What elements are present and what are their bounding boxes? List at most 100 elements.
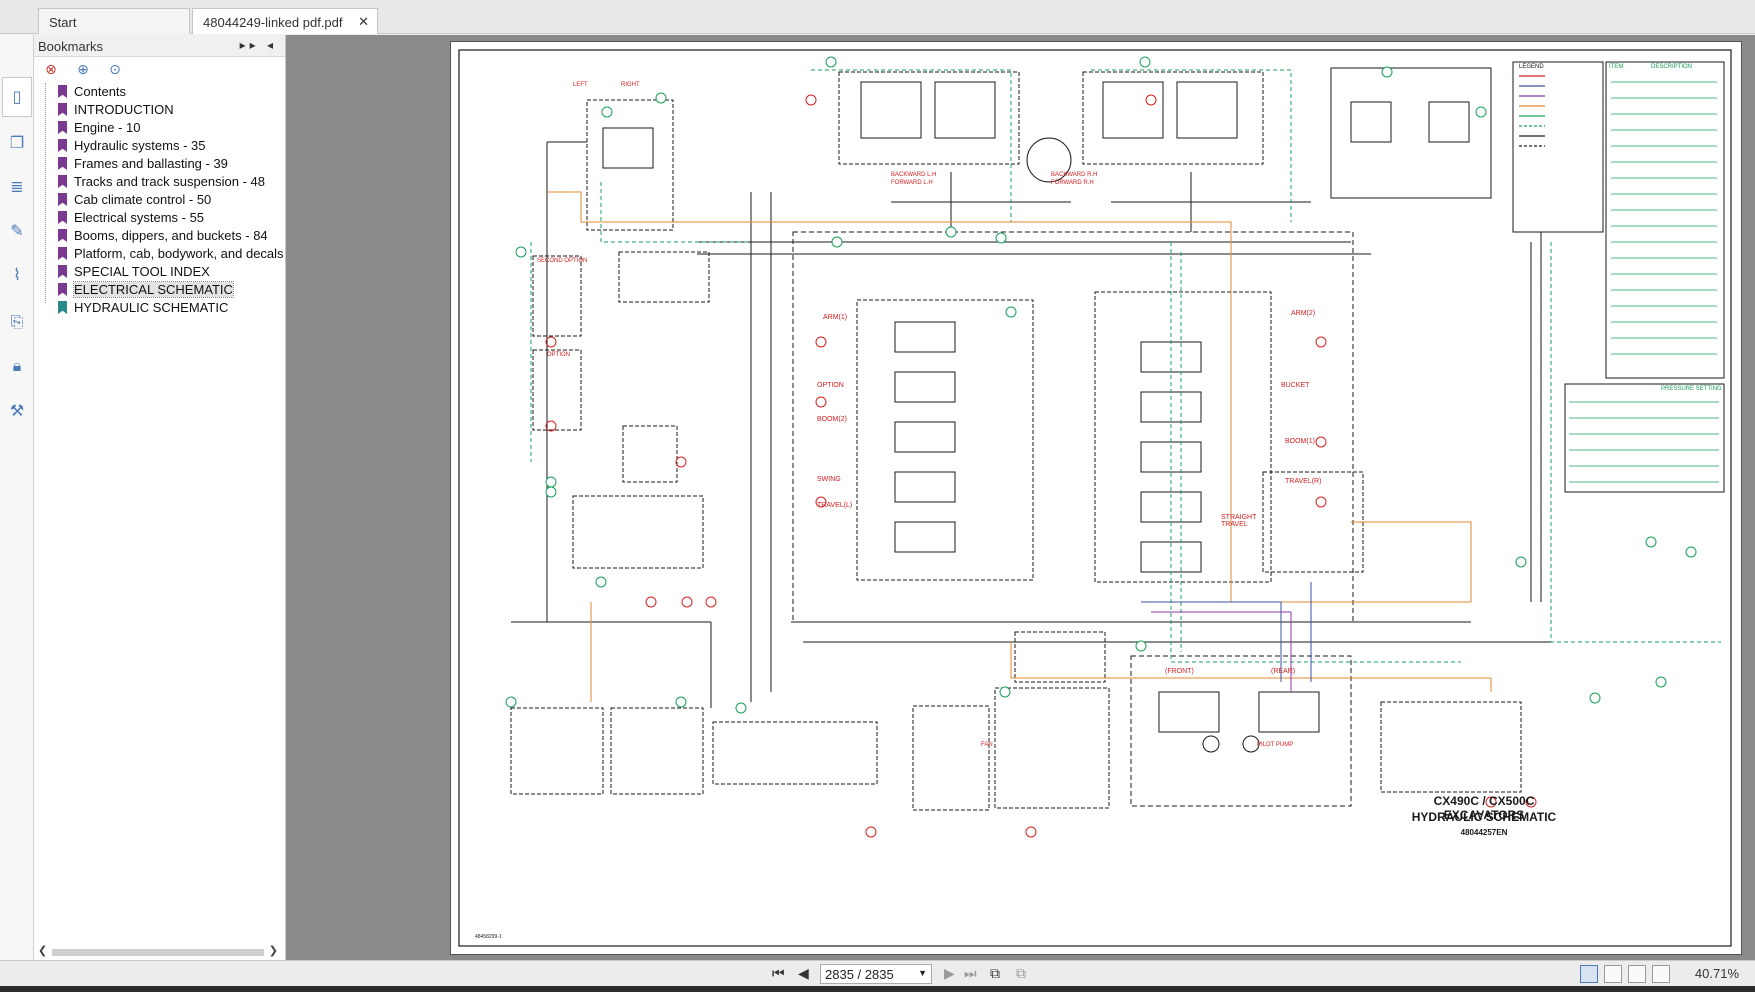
option-valve-label: OPTION: [817, 382, 844, 389]
schematic-subtitle: HYDRAULIC SCHEMATIC: [1411, 810, 1557, 824]
next-view-icon[interactable]: ⧉: [1016, 965, 1026, 981]
bookmark-item[interactable]: Cab climate control - 50: [34, 191, 284, 209]
bookmarks-list: Contents INTRODUCTION Engine - 10 Hydrau…: [34, 83, 284, 317]
boom1-label: BOOM(1): [1285, 438, 1315, 445]
close-icon[interactable]: ✕: [358, 14, 369, 29]
bucket-label: BUCKET: [1281, 382, 1310, 389]
bookmarks-panel: Bookmarks ▸▸ ◂ ⊗ ⊕ ⊙ Contents INTRODUCTI…: [34, 35, 286, 960]
bookmark-item[interactable]: SPECIAL TOOL INDEX: [34, 263, 284, 281]
bookmarks-hscrollbar[interactable]: ❮ ❯: [38, 944, 278, 960]
lock-icon[interactable]: 🔒︎: [12, 358, 22, 375]
part-number: 48044257EN: [1460, 828, 1508, 837]
schematic-title: CX490C / CX500C EXCAVATORS: [1433, 794, 1535, 822]
continuous-view-icon[interactable]: [1604, 965, 1622, 983]
bookmark-item[interactable]: Tracks and track suspension - 48: [34, 173, 284, 191]
signature-icon[interactable]: ⎘: [10, 314, 24, 331]
document-viewer[interactable]: LEGEND ITEM DESCRIPTION PRESSURE SETTING…: [286, 35, 1755, 960]
bookmark-label: Booms, dippers, and buckets - 84: [74, 228, 268, 243]
forward-lh-label: FORWARD L.H: [891, 180, 933, 186]
comment-icon[interactable]: ✎: [10, 223, 24, 240]
first-page-icon[interactable]: ⏮: [772, 965, 785, 981]
last-page-icon[interactable]: ⏭: [964, 965, 977, 981]
window-bottom-edge: [0, 986, 1755, 992]
next-page-icon[interactable]: ▶: [944, 965, 955, 981]
bookmark-label: Engine - 10: [74, 120, 141, 135]
straight-travel-label: STRAIGHT TRAVEL: [1221, 514, 1257, 528]
boom2-label: BOOM(2): [817, 416, 847, 423]
bookmark-item[interactable]: Frames and ballasting - 39: [34, 155, 284, 173]
pages-thumbnail-icon[interactable]: ❐: [9, 135, 25, 152]
panel-controls[interactable]: ▸▸ ◂: [239, 38, 277, 52]
travel-l-label: TRAVEL(L): [817, 502, 853, 509]
bookmark-icon: [58, 301, 67, 314]
single-page-view-icon[interactable]: [1580, 965, 1598, 983]
bookmark-icon: [58, 121, 67, 134]
bookmark-item[interactable]: Engine - 10: [34, 119, 284, 137]
bookmark-icon: [58, 229, 67, 242]
item-label: ITEM: [1609, 64, 1624, 70]
bookmark-item[interactable]: Electrical systems - 55: [34, 209, 284, 227]
rear-pump-label: (REAR): [1271, 668, 1296, 675]
page-number-value: 2835 / 2835: [825, 967, 894, 982]
continuous-facing-view-icon[interactable]: [1652, 965, 1670, 983]
facing-view-icon[interactable]: [1628, 965, 1646, 983]
previous-page-icon[interactable]: ◀: [798, 965, 809, 981]
bookmark-item[interactable]: INTRODUCTION: [34, 101, 284, 119]
hydraulic-schematic-drawing: [458, 49, 1732, 947]
attachment-icon[interactable]: ⌇: [13, 267, 21, 284]
bookmark-item[interactable]: HYDRAULIC SCHEMATIC: [34, 299, 284, 317]
tab-document-label: 48044249-linked pdf.pdf: [203, 15, 343, 30]
bookmarks-title: Bookmarks: [38, 39, 104, 54]
bookmark-label: Tracks and track suspension - 48: [74, 174, 265, 189]
swing-label: SWING: [817, 476, 841, 483]
tab-start-label: Start: [49, 15, 77, 30]
previous-view-icon[interactable]: ⧉: [990, 965, 1000, 981]
drawing-code: 48458299-1: [475, 934, 502, 940]
bookmark-label: ELECTRICAL SCHEMATIC: [73, 281, 234, 298]
pilot-pump-label: PILOT PUMP: [1257, 742, 1294, 748]
bookmark-item[interactable]: Platform, cab, bodywork, and decals -: [34, 245, 284, 263]
zoom-level[interactable]: 40.71%: [1694, 966, 1739, 981]
chevron-right-icon[interactable]: ❯: [268, 945, 278, 957]
bookmark-label: INTRODUCTION: [74, 102, 174, 117]
pdf-page: LEGEND ITEM DESCRIPTION PRESSURE SETTING…: [450, 41, 1742, 955]
bookmark-label: Frames and ballasting - 39: [74, 156, 228, 171]
bookmark-icon: [58, 211, 67, 224]
page-number-input[interactable]: 2835 / 2835 ▼: [820, 964, 932, 984]
bookmark-label: Cab climate control - 50: [74, 192, 212, 207]
bookmark-icon: [58, 139, 67, 152]
status-bar: ⏮ ◀ 2835 / 2835 ▼ ▶ ⏭ ⧉ ⧉ 40.71%: [0, 960, 1755, 986]
left-tool-rail: ▯ ❐ ≣ ✎ ⌇ ⎘ 🔒︎ ⚒: [0, 35, 34, 960]
arm1-label: ARM(1): [823, 314, 848, 321]
backward-lh-label: BACKWARD L.H: [891, 172, 937, 178]
tab-start[interactable]: Start: [38, 8, 190, 34]
tools-icon[interactable]: ⚒: [9, 403, 25, 420]
bookmark-label: Platform, cab, bodywork, and decals -: [74, 246, 284, 261]
bookmark-label: Hydraulic systems - 35: [74, 138, 206, 153]
front-pump-label: (FRONT): [1165, 668, 1194, 675]
bookmarks-header: Bookmarks ▸▸ ◂: [34, 35, 285, 57]
page-icon[interactable]: ▯: [2, 77, 32, 117]
bookmark-label: SPECIAL TOOL INDEX: [74, 264, 210, 279]
bookmark-item-selected[interactable]: ELECTRICAL SCHEMATIC: [34, 281, 284, 299]
legend-label: LEGEND: [1519, 64, 1544, 70]
find-bookmark-icon[interactable]: ⊙: [109, 61, 121, 77]
second-option-label: SECOND OPTION: [537, 258, 588, 264]
bookmark-item[interactable]: Booms, dippers, and buckets - 84: [34, 227, 284, 245]
bookmark-item[interactable]: Contents: [34, 83, 284, 101]
chevron-left-icon[interactable]: ❮: [38, 945, 48, 957]
scroll-thumb[interactable]: [52, 949, 264, 956]
bookmark-icon: [58, 85, 67, 98]
backward-rh-label: BACKWARD R.H: [1051, 172, 1098, 178]
travel-r-label: TRAVEL(R): [1285, 478, 1322, 485]
delete-bookmark-icon[interactable]: ⊗: [45, 61, 57, 77]
expand-bookmark-icon[interactable]: ⊕: [77, 61, 89, 77]
layers-icon[interactable]: ≣: [10, 179, 24, 196]
bookmark-item[interactable]: Hydraulic systems - 35: [34, 137, 284, 155]
left-label: LEFT: [573, 82, 588, 88]
bookmark-icon: [58, 193, 67, 206]
bookmark-icon: [58, 283, 67, 296]
chevron-down-icon[interactable]: ▼: [918, 968, 927, 978]
bookmark-label: Electrical systems - 55: [74, 210, 205, 225]
tab-document[interactable]: 48044249-linked pdf.pdf ✕: [192, 8, 378, 34]
